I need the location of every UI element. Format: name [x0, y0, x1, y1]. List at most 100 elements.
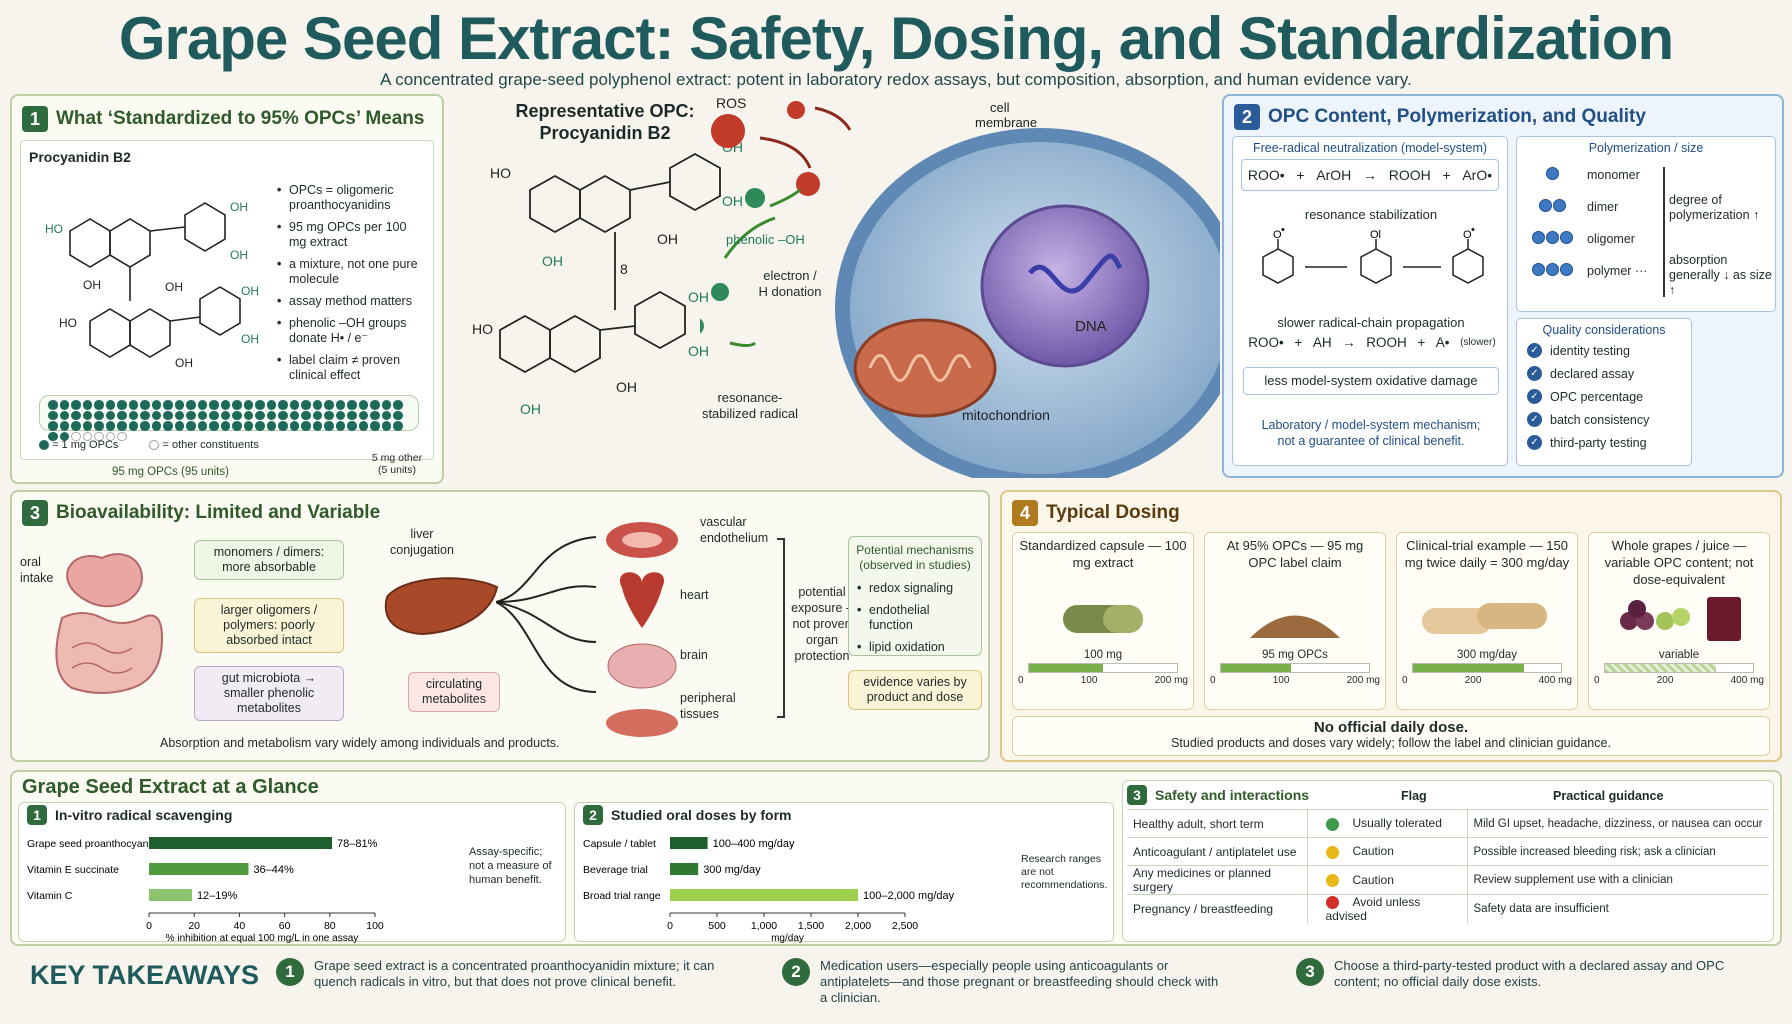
- ros-icon: [796, 172, 820, 196]
- resonance-title: resonance stabilization: [1304, 207, 1438, 222]
- opc-unit-dot: [312, 421, 322, 431]
- electron-arrow: [769, 188, 801, 208]
- takeaway-number: 2: [782, 958, 810, 986]
- eq-op: +: [1442, 167, 1451, 183]
- resonance-label-line2: stabilized radical: [701, 406, 799, 421]
- chip-oligomers: larger oligomers / polymers: poorly abso…: [194, 598, 344, 653]
- opc-unit-dot: [48, 410, 58, 420]
- bead-icon: [1546, 263, 1559, 276]
- opc-unit-dot: [220, 400, 230, 410]
- data-label: 36–44%: [253, 864, 294, 876]
- other-unit-dot: [105, 431, 115, 441]
- dot-legend: = 1 mg OPCs = other constituents: [39, 439, 259, 451]
- dose-bar-track: [1028, 663, 1178, 673]
- quality-label: identity testing: [1550, 343, 1630, 358]
- data-label: 300 mg/day: [703, 864, 761, 876]
- bar: [149, 837, 333, 849]
- dose-card-label: 300 mg/day: [1456, 649, 1518, 661]
- quality-item: ✓declared assay: [1527, 366, 1634, 381]
- takeaways-title: KEY TAKEAWAYS: [30, 960, 260, 990]
- guidance-cell: Safety data are insufficient: [1467, 894, 1769, 924]
- quality-item: ✓OPC percentage: [1527, 389, 1643, 404]
- opc-unit-dot: [163, 421, 173, 431]
- standardization-bullets: OPCs = oligomeric proanthocyanidins 95 m…: [275, 183, 425, 390]
- opc-unit-dot: [48, 421, 58, 431]
- tick-label: 2,500: [892, 920, 918, 932]
- opc-unit-dot: [301, 400, 311, 410]
- oral-label: oral: [20, 555, 41, 569]
- opc-unit-dot: [140, 400, 150, 410]
- opc-unit-dot: [174, 410, 184, 420]
- digestive-tract-icon: [55, 553, 164, 694]
- radical-o-label: O: [1273, 229, 1282, 241]
- target-peripheral: peripheral tissues: [680, 691, 736, 721]
- safety-title: Safety and interactions: [1155, 787, 1310, 803]
- chart-title: In-vitro radical scavenging: [55, 807, 233, 823]
- tick-label: 400 mg: [1538, 675, 1572, 686]
- panel-number: 3: [22, 500, 48, 526]
- bead-icon: [1546, 231, 1559, 244]
- dose-card-label: variable: [1658, 649, 1700, 661]
- flag-header: Flag: [1401, 789, 1427, 803]
- bead-icon: [1553, 199, 1566, 212]
- dose-bar-fill: [1605, 664, 1716, 672]
- bead-icon: [1546, 167, 1559, 180]
- ho-label: HO: [472, 321, 493, 337]
- takeaway-number: 1: [276, 958, 304, 986]
- opc-unit-dot: [186, 421, 196, 431]
- dose-card-title: Standardized capsule — 100 mg extract: [1019, 538, 1187, 570]
- tick-label: 0: [1402, 675, 1408, 686]
- evidence-chip: evidence varies by product and dose: [848, 670, 982, 710]
- tick-label: 20: [188, 920, 200, 932]
- opc-dot-icon: [39, 440, 49, 451]
- opc-unit-dot: [243, 421, 253, 431]
- tick-label: 200 mg: [1346, 675, 1380, 686]
- category-label: Vitamin E succinate: [27, 864, 119, 876]
- chart-number: 1: [27, 805, 47, 825]
- electron-label-line2: H donation: [758, 284, 822, 299]
- mechanisms-box: Potential mechanisms (observed in studie…: [848, 536, 982, 656]
- bullet: phenolic –OH groups donate H• / e⁻: [275, 316, 425, 346]
- population-cell: Any medicines or planned surgery: [1127, 865, 1308, 895]
- mitochondrion: [853, 318, 997, 418]
- opc-unit-dot: [220, 421, 230, 431]
- ros-label: ROS: [716, 98, 746, 111]
- polymer-row: polymer ···: [1525, 263, 1647, 279]
- polymer-row: monomer: [1525, 167, 1640, 183]
- opc-unit-dot: [324, 410, 334, 420]
- oh-label: OH: [230, 200, 248, 214]
- resonance-structures: O • Ol O •: [1262, 227, 1484, 284]
- flag-cell: Avoid unless advised: [1307, 894, 1468, 924]
- poly-title: Polymerization / size: [1588, 141, 1704, 155]
- dose-card-title: Clinical-trial example — 150 mg twice da…: [1404, 538, 1570, 570]
- eq-arrow: →: [1363, 167, 1377, 183]
- ros-arrow: [814, 106, 852, 131]
- muscle-icon: [606, 709, 678, 737]
- oh-label: OH: [616, 379, 637, 395]
- panel-title: Bioavailability: Limited and Variable: [56, 502, 381, 523]
- chart-number: 3: [1127, 785, 1147, 805]
- chart-title: Studied oral doses by form: [611, 807, 792, 823]
- opc-unit-dot: [174, 400, 184, 410]
- opc-unit-dot: [370, 410, 380, 420]
- radical-dot: •: [1471, 227, 1475, 236]
- opc-unit-dot: [105, 410, 115, 420]
- opc-unit-dot: [128, 410, 138, 420]
- panel-bioavailability: 3 Bioavailability: Limited and Variable o…: [10, 490, 990, 762]
- opc-unit-dot: [186, 400, 196, 410]
- polymer-row: dimer: [1525, 199, 1618, 215]
- opc-unit-dot: [71, 421, 81, 431]
- bead-icon: [1539, 199, 1552, 212]
- dose-bar-track: [1604, 663, 1754, 673]
- opc-unit-dot: [347, 410, 357, 420]
- target-endothelium: vascular endothelium: [700, 515, 769, 545]
- population-cell: Healthy adult, short term: [1127, 809, 1308, 838]
- chart-note: Assay-specific; not a measure of human b…: [469, 846, 552, 886]
- count-opc: 95 mg OPCs (95 units): [112, 466, 229, 478]
- check-icon: ✓: [1527, 412, 1542, 427]
- ros-icon: [711, 114, 745, 148]
- flag-label: Caution: [1352, 844, 1394, 859]
